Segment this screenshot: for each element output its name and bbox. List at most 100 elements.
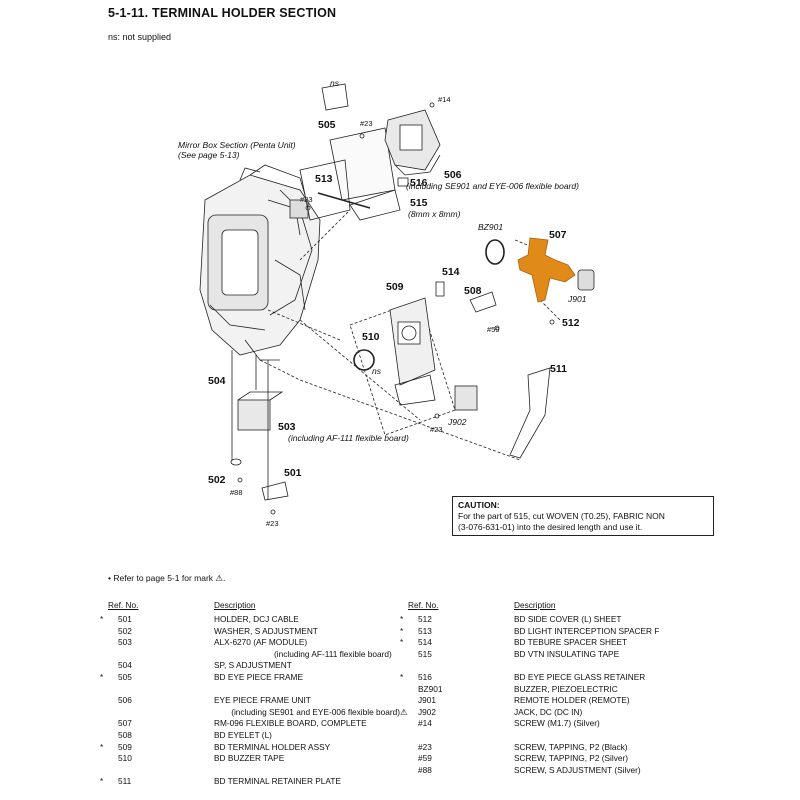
j902-label: J902 [447, 417, 467, 427]
row-description: BD SIDE COVER (L) SHEET [514, 614, 622, 624]
row-description: BD LIGHT INTERCEPTION SPACER F [514, 625, 660, 636]
table-row: 515 BD VTN INSULATING TAPE [400, 649, 700, 661]
row-description [214, 765, 400, 777]
row-ref-no: J902 [418, 706, 436, 717]
row-mark: * [400, 671, 404, 682]
row-description [514, 660, 700, 672]
row-mark [400, 730, 414, 742]
row-ref-no: 515 [418, 648, 432, 659]
table-row [100, 765, 400, 777]
screw-23d-label: #23 [266, 519, 279, 528]
ref-no-header: Ref. No. [408, 600, 439, 610]
row-description: BD VTN INSULATING TAPE [514, 648, 620, 659]
remote-holder-drawing [577, 269, 595, 291]
row-mark [400, 660, 414, 672]
row-description: ALX-6270 (AF MODULE) [214, 637, 308, 648]
row-ref-no: #88 [418, 764, 432, 775]
row-description: JACK, DC (DC IN) [514, 706, 583, 717]
eyelet-drawing [469, 291, 497, 313]
row-ref-no: 505 [118, 671, 132, 682]
row-description: BD TERMINAL RETAINER PLATE [214, 776, 341, 787]
part-507-label: 507 [549, 229, 567, 241]
screw-59-label: #59 [487, 325, 500, 334]
row-ref-no: 512 [418, 614, 432, 624]
j901-label: J901 [567, 294, 587, 304]
parts-table-right: Ref. No. Description * 512 BD SIDE COVER (… [400, 600, 700, 776]
ns-sheet-drawing [321, 83, 349, 111]
row-mark: * [100, 614, 104, 624]
row-ref-no: 510 [118, 753, 132, 764]
table-header: Ref. No. Description [400, 600, 700, 614]
row-mark [100, 707, 109, 719]
row-ref-no: 509 [118, 741, 132, 752]
spacer-sheet-drawing [435, 281, 445, 297]
row-mark: * [100, 741, 104, 752]
row-ref-no: 508 [118, 729, 132, 740]
ns-label: ns [330, 78, 340, 88]
row-description: REMOTE HOLDER (REMOTE) [514, 695, 630, 706]
part-511-label: 511 [550, 363, 567, 375]
row-ref-no: BZ901 [418, 683, 443, 694]
row-ref-no: J901 [418, 695, 436, 706]
row-mark [100, 718, 114, 730]
row-description: SCREW, S ADJUSTMENT (Silver) [514, 764, 641, 775]
description-header: Description [214, 600, 256, 610]
page-title: 5-1-11. TERMINAL HOLDER SECTION [108, 6, 337, 20]
row-ref-no [109, 707, 172, 719]
refer-note: • Refer to page 5-1 for mark ⚠. [108, 573, 226, 583]
part-514-label: 514 [442, 266, 460, 278]
row-mark [100, 649, 114, 661]
row-ref-no [114, 684, 214, 696]
row-ref-no: 501 [118, 614, 132, 624]
part-506-note: (including SE901 and EYE-006 flexible bo… [406, 181, 579, 191]
ns-label-2: ns [372, 366, 382, 376]
screw-23c-label: #23 [430, 425, 443, 434]
part-504-label: 504 [208, 375, 226, 387]
row-ref-no [114, 765, 214, 777]
row-description: BD EYELET (L) [214, 729, 272, 740]
part-508-label: 508 [464, 285, 482, 297]
part-513-label: 513 [315, 173, 333, 185]
row-description: SCREW, TAPPING, P2 (Silver) [514, 753, 629, 764]
dc-jack-drawing [454, 385, 478, 411]
row-ref-no [114, 649, 214, 661]
row-mark [400, 742, 414, 754]
spacer-strip-drawing [317, 192, 371, 209]
row-ref-no [414, 660, 514, 672]
row-description: BD EYE PIECE FRAME [214, 671, 303, 682]
row-ref-no: 513 [418, 625, 432, 636]
terminal-holder-drawing [389, 297, 436, 406]
table-row: (including AF-111 flexible board) [100, 649, 400, 661]
row-mark [100, 695, 114, 707]
glass-retainer-drawing [397, 177, 409, 187]
row-description: BUZZER, PIEZOELECTRIC [514, 683, 618, 694]
table-row: 508 BD EYELET (L) [100, 730, 400, 742]
table-row: * 512 BD SIDE COVER (L) SHEET [400, 614, 700, 626]
terminal-retainer-drawing [509, 367, 551, 459]
row-description: RM-096 FLEXIBLE BOARD, COMPLETE [214, 718, 367, 729]
dcj-cable-holder-drawing [261, 481, 289, 501]
ref-no-header: Ref. No. [108, 600, 139, 610]
row-ref-no: #59 [418, 753, 432, 764]
row-mark [100, 684, 114, 696]
table-row [100, 684, 400, 696]
table-row: BZ901 BUZZER, PIEZOELECTRIC [400, 684, 700, 696]
caution-box: CAUTION: For the part of 515, cut WOVEN … [452, 496, 714, 536]
table-row: #59 SCREW, TAPPING, P2 (Silver) [400, 753, 700, 765]
row-ref-no: #14 [418, 718, 432, 729]
row-ref-no: 516 [418, 671, 432, 682]
row-mark: * [400, 614, 404, 624]
row-description [214, 684, 400, 696]
row-mark [400, 684, 414, 696]
table-row [400, 660, 700, 672]
caution-line-2: (3-076-631-01) into the desired length a… [458, 522, 643, 532]
